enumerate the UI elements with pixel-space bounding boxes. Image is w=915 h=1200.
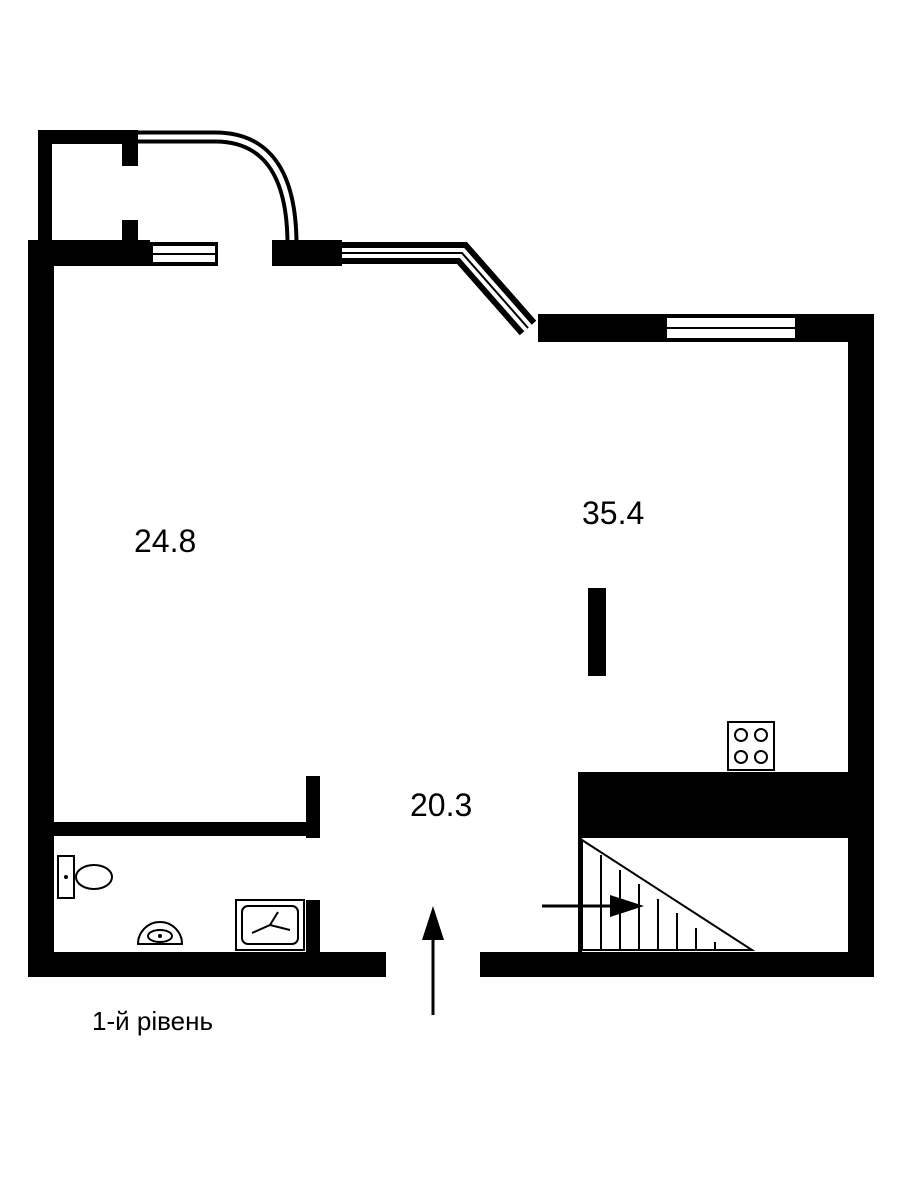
shower-tray-icon xyxy=(235,899,305,951)
outer-walls xyxy=(28,240,874,977)
level-label: 1-й рівень xyxy=(92,1006,213,1036)
room-area-hall: 20.3 xyxy=(410,787,472,823)
window-top-right xyxy=(664,314,798,342)
partition-post xyxy=(588,588,606,676)
cooktop-icon xyxy=(727,721,775,771)
stair-arrow-icon xyxy=(542,895,644,917)
balcony-curved-glazing xyxy=(138,130,299,246)
toilet-icon xyxy=(57,855,113,899)
window-top-left xyxy=(150,242,218,266)
room-area-left: 24.8 xyxy=(134,523,196,559)
kitchen-counter xyxy=(578,772,848,838)
balcony xyxy=(38,130,299,255)
interior-walls xyxy=(54,588,848,952)
sink-icon xyxy=(136,921,184,945)
entrance-arrow-icon xyxy=(422,906,444,1015)
room-area-right: 35.4 xyxy=(582,495,644,531)
staircase xyxy=(581,838,756,951)
